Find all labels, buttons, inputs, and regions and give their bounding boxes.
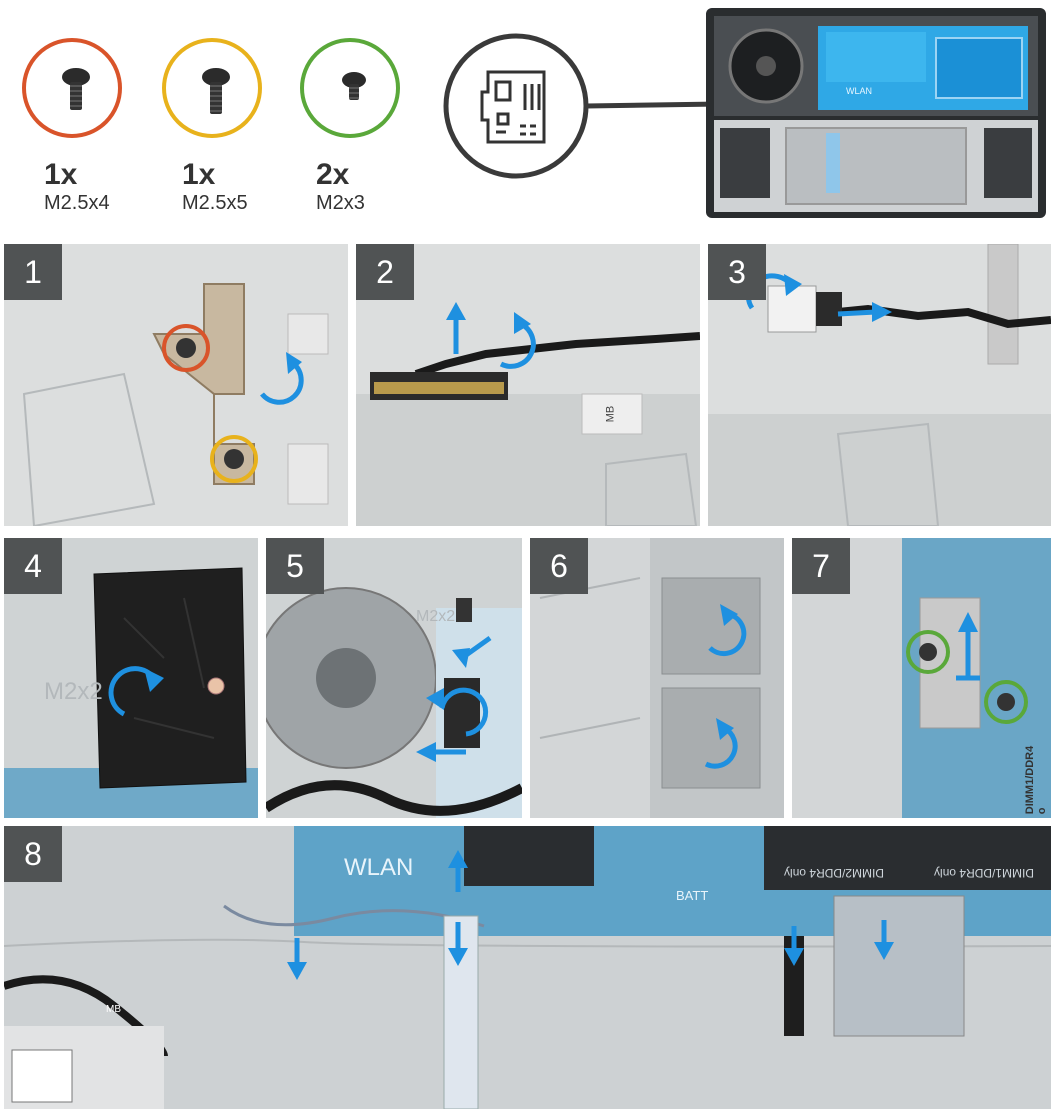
- screw-m2x3-circle: [300, 38, 400, 138]
- step-7-panel: 7 DIMM1/DDR4 o: [792, 538, 1051, 818]
- screw-qty: 1x: [182, 158, 215, 192]
- step-number: 3: [708, 244, 766, 300]
- step-3-panel: 3: [708, 244, 1051, 526]
- mb-label: MB: [604, 406, 616, 423]
- dimm-label: DIMM1/DDR4 o: [1024, 746, 1048, 814]
- step-2-panel: 2 MB: [356, 244, 700, 526]
- step-8-panel: 8 WLAN BATT DIMM2/DDR4 only DIMM1/DDR4 o…: [4, 826, 1051, 1109]
- screw-qty: 2x: [316, 158, 349, 192]
- screw-m25x5-circle: [162, 38, 262, 138]
- step-number: 8: [4, 826, 62, 882]
- wlan-label: WLAN: [344, 854, 413, 882]
- screw-m25x4-circle: [22, 38, 122, 138]
- step-4-panel: 4 M2x2: [4, 538, 258, 818]
- step-number: 4: [4, 538, 62, 594]
- screw-qty: 1x: [44, 158, 77, 192]
- step-number: 1: [4, 244, 62, 300]
- step-number: 2: [356, 244, 414, 300]
- screw-size: M2x3: [316, 192, 365, 215]
- step-6-panel: 6: [530, 538, 784, 818]
- m2x2-label: M2x2: [416, 608, 455, 626]
- mb-label: MB: [106, 1004, 121, 1015]
- batt-label: BATT: [676, 888, 708, 903]
- step-number: 7: [792, 538, 850, 594]
- motherboard-callout: [440, 30, 720, 180]
- overview-wlan-label: WLAN: [846, 86, 872, 96]
- screw-size: M2.5x4: [44, 192, 110, 215]
- step-number: 6: [530, 538, 588, 594]
- step-5-panel: 5 M2x2: [266, 538, 522, 818]
- dimm1-label: DIMM1/DDR4 only: [934, 866, 1034, 880]
- laptop-overview-image: WLAN: [706, 8, 1046, 218]
- dimm2-label: DIMM2/DDR4 only: [784, 866, 884, 880]
- m2x2-label: M2x2: [44, 678, 103, 706]
- step-number: 5: [266, 538, 324, 594]
- screw-size: M2.5x5: [182, 192, 248, 215]
- step-1-panel: 1: [4, 244, 348, 526]
